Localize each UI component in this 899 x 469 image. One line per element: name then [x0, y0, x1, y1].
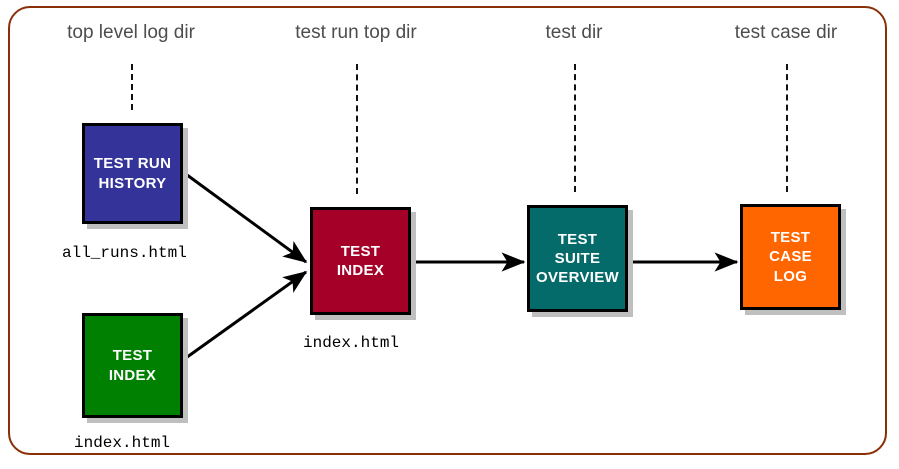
column-dash-test-run-top-dir [356, 64, 358, 194]
node-test-index-run[interactable]: TEST INDEX [310, 207, 411, 315]
node-test-suite-overview-line-1: TEST [557, 230, 598, 248]
column-dash-test-dir [574, 64, 576, 192]
node-test-index-top-line-2: INDEX [108, 366, 157, 384]
caption-index-html-top: index.html [74, 434, 171, 452]
node-test-suite-overview-line-3: OVERVIEW [536, 269, 619, 287]
column-header-test-case-dir: test case dir [734, 22, 838, 43]
node-test-run-history-line-1: TEST RUN [93, 155, 172, 173]
node-test-case-log[interactable]: TEST CASE LOG [740, 204, 841, 310]
node-test-index-run-line-1: TEST [340, 242, 381, 260]
diagram-outer-border [8, 6, 887, 455]
column-header-test-run-top-dir: test run top dir [295, 22, 417, 43]
node-test-run-history[interactable]: TEST RUN HISTORY [82, 123, 183, 224]
node-test-suite-overview[interactable]: TEST SUITE OVERVIEW [527, 205, 628, 312]
node-test-index-top-line-1: TEST [112, 347, 153, 365]
node-test-case-log-line-3: LOG [773, 267, 808, 285]
column-header-top-level-log-dir: top level log dir [67, 22, 195, 43]
caption-index-html-run: index.html [303, 334, 400, 352]
column-header-test-dir: test dir [545, 22, 603, 43]
column-dash-test-case-dir [786, 64, 788, 192]
node-test-run-history-line-2: HISTORY [98, 174, 167, 192]
node-test-index-run-line-2: INDEX [336, 262, 385, 279]
node-test-index-top[interactable]: TEST INDEX [82, 313, 183, 418]
caption-all-runs-html: all_runs.html [62, 244, 187, 262]
node-test-case-log-line-1: TEST [770, 229, 811, 247]
node-test-case-log-line-2: CASE [769, 248, 812, 266]
column-dash-top-level-log-dir [131, 64, 133, 110]
node-test-suite-overview-line-2: SUITE [554, 249, 601, 267]
